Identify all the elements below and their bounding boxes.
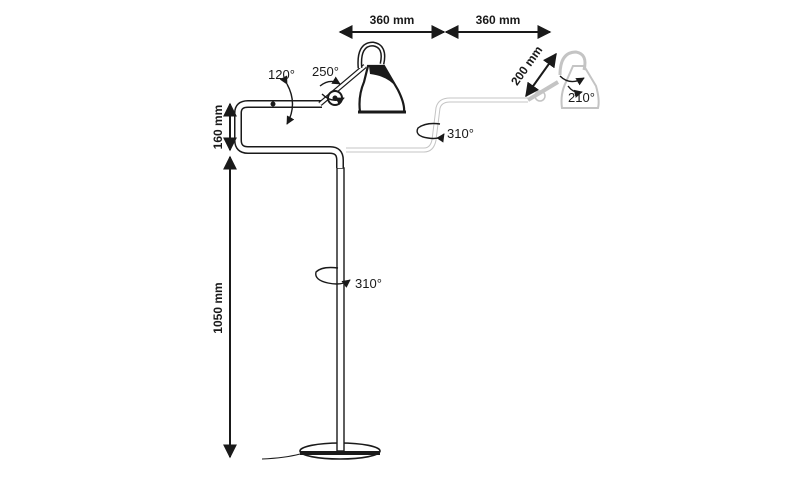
- dim-label-upper-height: 160 mm: [211, 105, 225, 150]
- dimension-lines: [223, 25, 557, 459]
- rotate-icon-arm-swivel: [416, 122, 445, 143]
- dim-line-shade-arm: [525, 52, 557, 98]
- angle-label-stem-swivel: 310°: [355, 276, 382, 291]
- ghost-shade-handle: [558, 50, 587, 76]
- dim-label-stem-height: 1050 mm: [211, 282, 225, 333]
- upper-arm-outline: [234, 100, 344, 168]
- rotate-icon-ghost-shade: [559, 75, 585, 86]
- dim-label-shade-arm: 200 mm: [508, 43, 545, 88]
- rotate-icon-elbow: [279, 75, 295, 125]
- rotate-icon-stem-swivel: [315, 266, 351, 288]
- power-cable: [261, 453, 301, 460]
- arm-pivot: [270, 101, 276, 107]
- rotate-icon-shade: [319, 76, 341, 87]
- lamp-stem: [336, 167, 345, 452]
- main-lamp: [234, 41, 406, 460]
- dim-label-arm-top: 360 mm: [370, 13, 415, 27]
- dim-label-arm-extension: 360 mm: [476, 13, 521, 27]
- ghost-shade: [560, 65, 600, 109]
- rotation-indicators: [279, 75, 585, 288]
- rotate-icon-shade-joint: [321, 93, 345, 106]
- angle-label-arm-swivel: 310°: [447, 126, 474, 141]
- rotate-icon-ghost-shade-lower: [567, 85, 583, 98]
- lamp-base-edge: [300, 451, 380, 455]
- labels: 360 mm 360 mm 200 mm 160 mm 1050 mm 120°…: [211, 13, 595, 334]
- angle-label-elbow: 120°: [268, 67, 295, 82]
- upper-arm-inner: [235, 101, 343, 168]
- angle-label-shade: 250°: [312, 64, 339, 79]
- angle-label-ghost-shade: 210°: [568, 90, 595, 105]
- ghost-shade-arm: [526, 80, 560, 102]
- lamp-shade-shading: [369, 66, 397, 88]
